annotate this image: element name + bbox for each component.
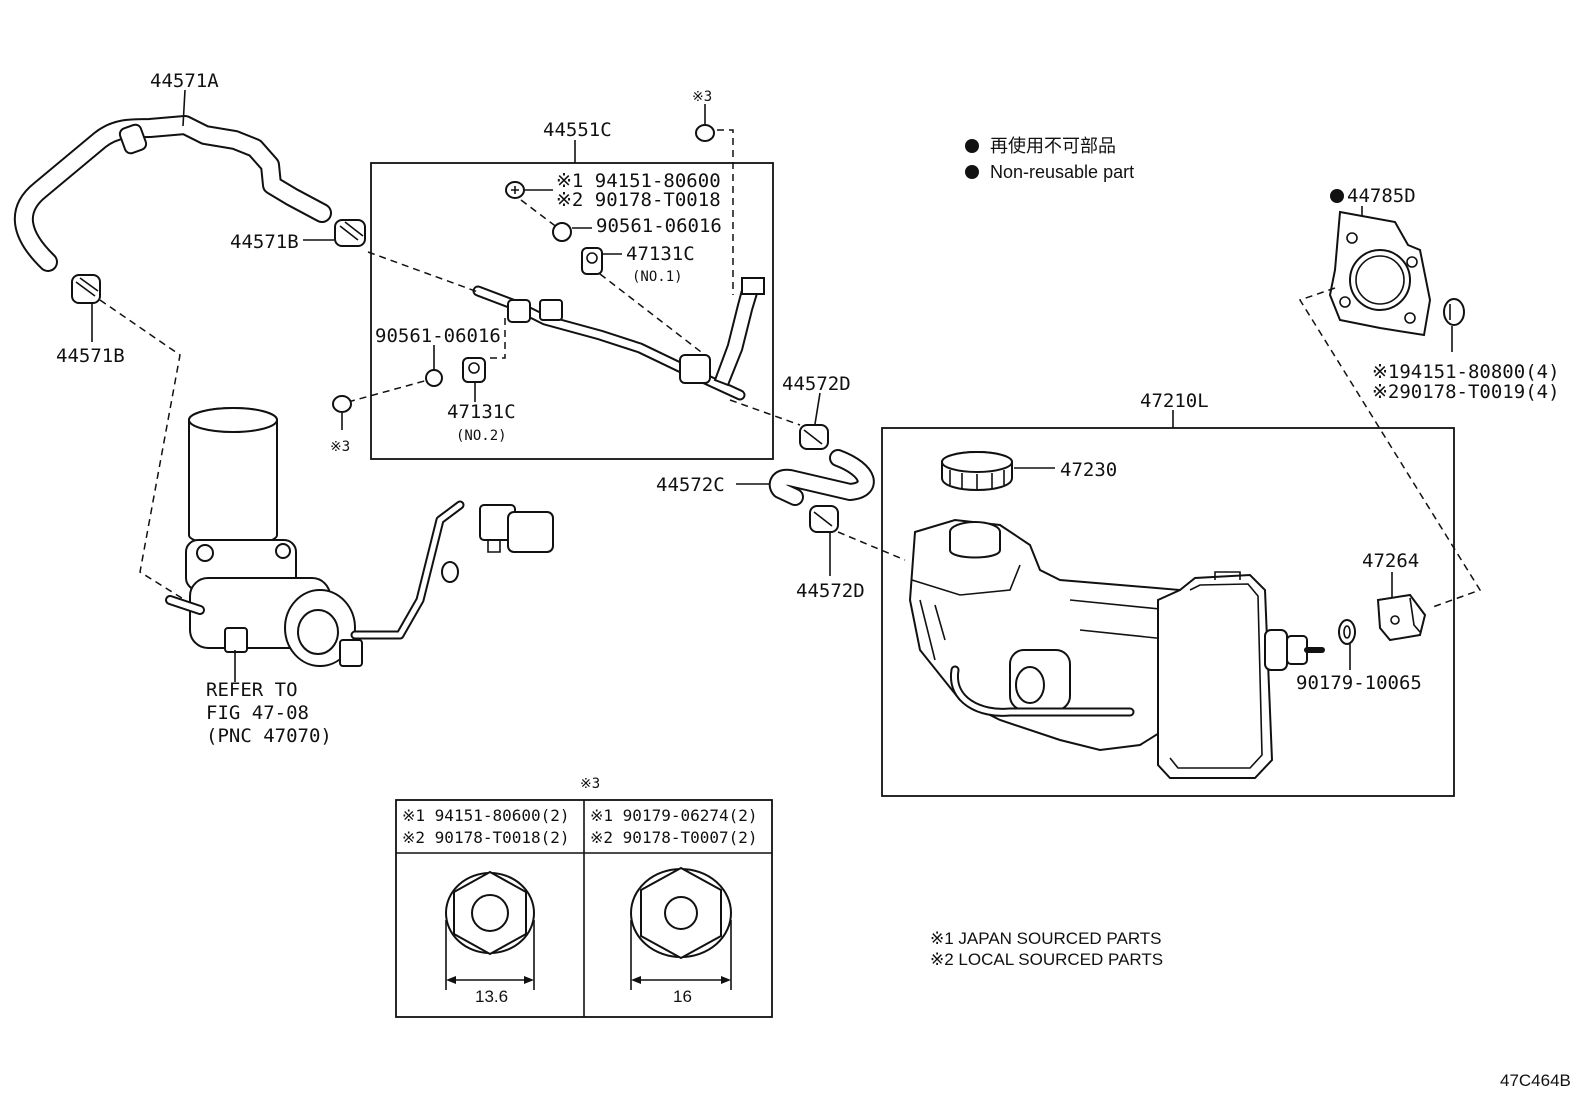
vacuum-hose-44571A xyxy=(13,115,332,272)
table-left-row2: ※2 90178-T0018(2) xyxy=(402,828,570,847)
bolt-top xyxy=(505,181,525,199)
table-header-mark3: ※3 xyxy=(580,776,600,792)
mark3-top: ※3 xyxy=(692,89,712,105)
refer-line-2: FIG 47-08 xyxy=(206,702,309,724)
label-44785D: 44785D xyxy=(1347,185,1416,207)
bolt4-local: ※290178-T0019(4) xyxy=(1372,381,1560,403)
brake-master-cylinder-booster xyxy=(908,518,1325,779)
refer-line-1: REFER TO xyxy=(206,679,298,701)
label-44571B-top: 44571B xyxy=(230,231,299,253)
reservoir-cap-47230 xyxy=(941,451,1013,491)
label-47264: 47264 xyxy=(1362,550,1419,572)
label-90561-left: 90561-06016 xyxy=(375,325,501,347)
hose-clamp-44571B-top xyxy=(334,219,366,247)
hex-nut-right-icon xyxy=(630,866,732,990)
note-japan-sourced: ※1 JAPAN SOURCED PARTS xyxy=(930,929,1162,948)
note-local-sourced: ※2 LOCAL SOURCED PARTS xyxy=(930,950,1163,969)
clamp-47131C-no2 xyxy=(462,357,486,383)
table-right-size: 16 xyxy=(673,987,692,1006)
bolt-japan: ※1 94151-80600 xyxy=(556,170,721,192)
legend-dot-jp xyxy=(965,139,979,153)
label-44572C: 44572C xyxy=(656,474,725,496)
label-no2: (NO.2) xyxy=(456,428,507,444)
bolt4-japan: ※194151-80800(4) xyxy=(1372,361,1560,383)
label-47131C-top: 47131C xyxy=(626,243,695,265)
hose-clamp-44571B-bottom xyxy=(71,274,101,304)
bolt-local: ※2 90178-T0018 xyxy=(556,189,721,211)
refer-line-3: (PNC 47070) xyxy=(206,725,332,747)
label-44572D-top: 44572D xyxy=(782,373,851,395)
label-90561-top: 90561-06016 xyxy=(596,215,722,237)
non-reusable-dot-44785D xyxy=(1330,189,1344,203)
label-44571A: 44571A xyxy=(150,70,219,92)
label-44571B-bottom: 44571B xyxy=(56,345,125,367)
box-44551C xyxy=(370,162,774,460)
figure-code: 47C464B xyxy=(1500,1071,1571,1090)
vacuum-pump-assembly xyxy=(165,407,554,667)
legend-dot-en xyxy=(965,165,979,179)
bracket-47264 xyxy=(1376,593,1427,642)
label-44572D-bottom: 44572D xyxy=(796,580,865,602)
clamp-44572D-bottom xyxy=(809,505,839,533)
label-no1: (NO.1) xyxy=(632,269,683,285)
bolt-x4 xyxy=(1443,298,1465,326)
hose-44572C xyxy=(768,449,875,506)
grommet-90561-top xyxy=(552,222,572,242)
table-left-row1: ※1 94151-80600(2) xyxy=(402,806,570,825)
label-47210L: 47210L xyxy=(1140,390,1209,412)
label-44551C: 44551C xyxy=(543,119,612,141)
legend-jp: 再使用不可部品 xyxy=(990,136,1116,156)
mark3-left: ※3 xyxy=(330,439,350,455)
table-right-row2: ※2 90178-T0007(2) xyxy=(590,828,758,847)
grommet-90561-left xyxy=(425,369,443,387)
vacuum-tube-44551C xyxy=(472,277,765,401)
clamp-47131C-no1 xyxy=(581,247,603,275)
hex-nut-left-icon xyxy=(445,870,535,990)
label-90179-10065: 90179-10065 xyxy=(1296,672,1422,694)
table-right-row1: ※1 90179-06274(2) xyxy=(590,806,758,825)
label-47230: 47230 xyxy=(1060,459,1117,481)
bolt-top-mark3 xyxy=(695,124,715,142)
box-47210L xyxy=(881,427,1455,797)
gasket-44785D xyxy=(1328,210,1432,337)
clamp-44572D-top xyxy=(799,424,829,450)
table-left-size: 13.6 xyxy=(475,987,508,1006)
bolt-left-mark3 xyxy=(332,395,352,413)
washer-90179-10065 xyxy=(1338,619,1356,645)
legend-en: Non-reusable part xyxy=(990,162,1134,182)
label-47131C-left: 47131C xyxy=(447,401,516,423)
